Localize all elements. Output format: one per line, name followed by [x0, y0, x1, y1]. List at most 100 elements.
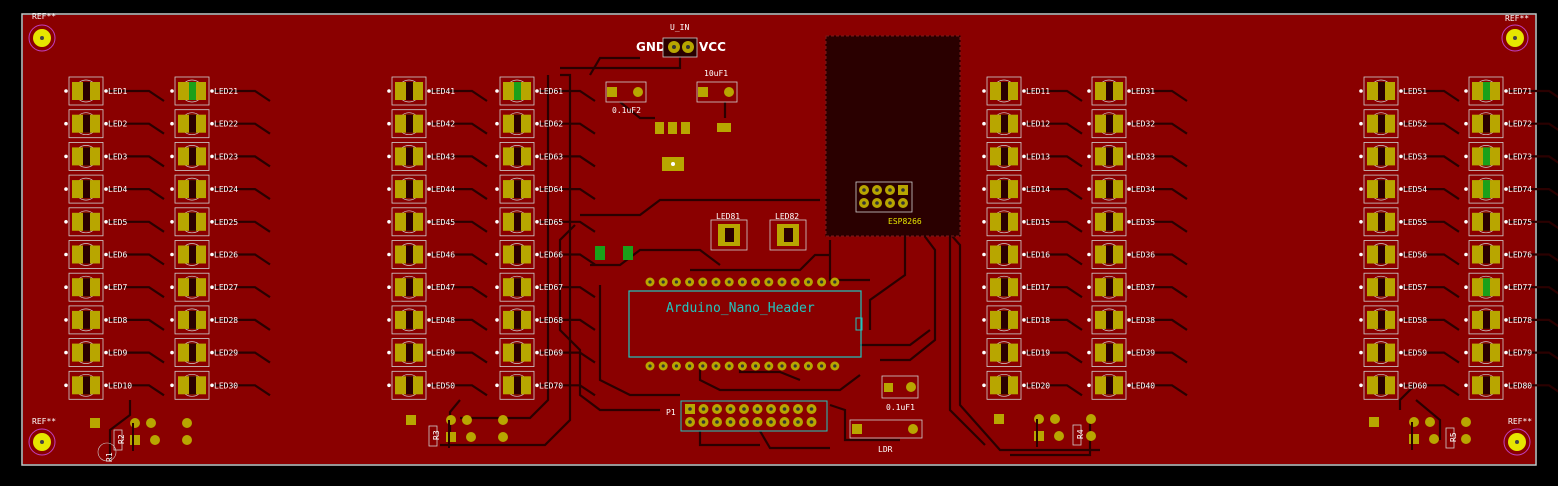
led-pin-dot [1399, 383, 1403, 388]
led-footprint: LED39 [1087, 338, 1188, 368]
led-pin-dot [495, 220, 499, 224]
led-label: LED38 [1131, 316, 1155, 325]
led-trace [536, 122, 596, 135]
led-courtyard [391, 207, 427, 237]
led-trace [211, 286, 271, 299]
led-label: LED35 [1131, 218, 1155, 227]
led-courtyard [68, 370, 104, 400]
driver-group: R3 [406, 415, 508, 448]
led-trace [536, 188, 596, 201]
led-pin-dot [427, 154, 431, 159]
led-footprint: LED60 [1359, 370, 1460, 400]
led-pad-gap [1378, 310, 1385, 329]
status-led-82: LED82 [769, 212, 807, 251]
led-trace [1400, 384, 1460, 397]
led-courtyard [1091, 305, 1127, 335]
led-pin-dot [1464, 252, 1468, 257]
led-courtyard [986, 370, 1022, 400]
copper-trace [589, 56, 640, 76]
copper-trace [828, 240, 870, 282]
led-pin-dot [1504, 318, 1508, 322]
led-pad-gap [1483, 310, 1490, 329]
led-courtyard [986, 338, 1022, 368]
copper-trace [1415, 399, 1442, 440]
copper-trace [598, 285, 680, 397]
led-pin-dot [1464, 89, 1468, 93]
led-pin-dot [104, 350, 108, 355]
status-led-81: LED81 [710, 212, 748, 251]
led-courtyard [68, 338, 104, 368]
led-pad-gap [1001, 343, 1008, 362]
led-pin-dot [1087, 383, 1091, 388]
led-pad-gap [189, 245, 196, 264]
led-array: LED1LED2LED3LED4LED5LED6LED7LED8LED9LED1… [64, 76, 1558, 400]
led-pad-gap [514, 212, 521, 231]
copper-trace [560, 57, 682, 70]
driver-pad [1425, 417, 1435, 427]
led-courtyard [499, 76, 535, 106]
led-trace [1128, 122, 1188, 135]
led-footprint: LED49 [387, 338, 488, 368]
led-pad-gap [1001, 310, 1008, 329]
led-label: LED27 [214, 283, 238, 292]
led-courtyard [68, 207, 104, 237]
nano-pin-hole [780, 280, 784, 284]
led-courtyard [1363, 76, 1399, 106]
led-pad-gap [189, 310, 196, 329]
led-footprint: LED25 [170, 207, 271, 237]
led-pad-gap [1378, 114, 1385, 133]
led-footprint: LED35 [1087, 207, 1188, 237]
esp-pin-hole [888, 188, 892, 192]
nano-pin-hole [793, 280, 797, 284]
led-pad-gap [1378, 180, 1385, 199]
led-pin-dot [1359, 252, 1363, 257]
led-pin-dot [170, 383, 174, 388]
led-label: LED50 [431, 381, 455, 390]
copper-trace [690, 253, 830, 272]
led-pad-gap [1483, 147, 1490, 166]
p1-pin-hole [809, 420, 814, 424]
led-trace [1128, 220, 1188, 233]
led-footprint: LED27 [170, 272, 271, 302]
led-pad-gap [83, 212, 90, 231]
led-pin-dot [1359, 383, 1363, 388]
led-footprint: LED11 [982, 76, 1083, 106]
led-label: LED78 [1508, 316, 1532, 325]
led-label: LED70 [539, 381, 563, 390]
led-trace [1400, 220, 1460, 233]
led-trace [105, 122, 165, 135]
led-pin-dot [1087, 220, 1091, 224]
led-pin-dot [1504, 285, 1508, 290]
led-pin-dot [170, 121, 174, 126]
led-label: LED25 [214, 218, 238, 227]
copper-trace [619, 101, 655, 120]
led-pin-dot [1022, 89, 1026, 93]
copper-trace [944, 227, 1100, 452]
led-pad-gap [189, 212, 196, 231]
led-footprint: LED44 [387, 174, 488, 204]
led-footprint: LED68 [495, 305, 596, 335]
led-pin-dot [535, 252, 539, 257]
led-courtyard [1091, 109, 1127, 139]
led-trace [1128, 318, 1188, 331]
cap-label: 10uF1 [704, 69, 728, 78]
led-label: LED31 [1131, 87, 1155, 96]
driver-pad [150, 435, 160, 445]
led-pin-dot [387, 383, 391, 388]
power-header-ref: U_IN [670, 23, 689, 32]
driver-pad [1034, 431, 1044, 441]
nano-pin-hole [806, 364, 811, 368]
led-pad-gap [1001, 212, 1008, 231]
led-pin-dot [982, 89, 986, 93]
p1-pin-hole [742, 407, 746, 411]
led-footprint: LED75 [1464, 207, 1558, 237]
led-courtyard [1363, 141, 1399, 171]
led-pin-dot [982, 154, 986, 159]
led-pin-dot [104, 285, 108, 290]
led-courtyard [1363, 338, 1399, 368]
driver-pad [1461, 434, 1471, 444]
led-trace [536, 318, 596, 331]
driver-pad [182, 418, 192, 428]
esp-pin-hole [862, 188, 866, 192]
